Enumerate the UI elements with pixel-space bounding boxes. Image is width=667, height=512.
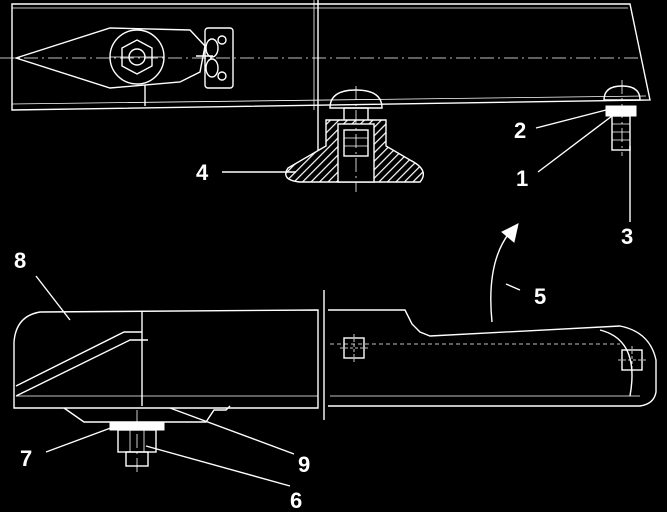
bottom-body-outline [13,309,319,409]
callout-7: 7 [20,446,32,471]
bottom-bracket [63,405,231,423]
square-fastener-right [621,349,643,371]
lever-arm [13,27,206,106]
bolt-nut-assembly [109,410,165,472]
cover-plate [15,312,148,406]
hinge-bracket [196,27,234,89]
callout-5: 5 [534,284,546,309]
callout-2: 2 [514,118,526,143]
movement-arrow [490,223,519,323]
bottom-side-view [13,290,657,472]
callout-labels: 1 2 3 4 5 6 7 8 9 [14,118,633,512]
leader-lines [35,109,631,487]
hex-nut-icon [121,39,153,75]
callout-6: 6 [290,488,302,512]
callout-1: 1 [516,166,528,191]
callout-4: 4 [196,160,209,185]
callout-3: 3 [621,224,633,249]
callout-8: 8 [14,248,26,273]
corner-screw-assembly [603,80,641,156]
top-beam-outline [11,3,651,111]
callout-9: 9 [298,452,310,477]
clamp-knob [285,86,424,192]
top-plan-view [0,0,651,192]
square-fastener-left [343,337,365,359]
